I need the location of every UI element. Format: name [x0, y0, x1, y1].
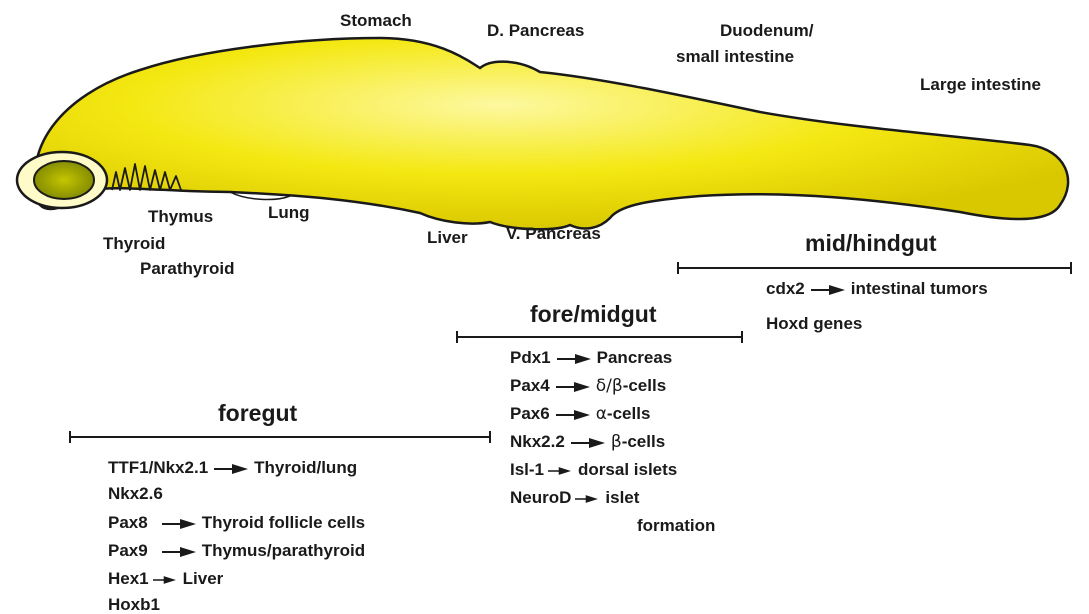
arrow-icon — [153, 575, 179, 585]
label-thymus: Thymus — [148, 208, 213, 225]
gene-row: formation — [637, 517, 715, 534]
arrow-icon — [162, 519, 196, 529]
gene-row: Pdx1 Pancreas — [510, 349, 672, 366]
cell-symbol: β — [611, 432, 622, 452]
gene-target: formation — [637, 516, 715, 535]
gene-row: Hoxd genes — [766, 315, 862, 332]
gene-target: Thyroid follicle cells — [202, 513, 365, 532]
arrow-icon — [556, 410, 590, 420]
arrow-icon — [557, 354, 591, 364]
region-title-midgut: fore/midgut — [530, 303, 657, 326]
gene-name: Nkx2.2 — [510, 432, 565, 451]
gene-target: intestinal tumors — [851, 279, 988, 298]
gene-target: islet — [605, 488, 639, 507]
arrow-icon — [548, 466, 574, 476]
gut-tube — [35, 38, 1068, 229]
gene-row: Isl-1 dorsal islets — [510, 461, 677, 478]
arrow-icon — [575, 494, 601, 504]
hindgut-bar — [678, 262, 1071, 274]
gene-row: NeuroD islet — [510, 489, 639, 506]
gene-row: Pax8 Thyroid follicle cells — [108, 514, 365, 531]
region-title-foregut: foregut — [218, 402, 297, 425]
arrow-icon — [162, 547, 196, 557]
gene-name: Pax9 — [108, 541, 148, 560]
gene-target: -cells — [622, 432, 665, 451]
gene-target: -cells — [607, 404, 650, 423]
arrow-icon — [214, 464, 248, 474]
gene-target: Pancreas — [597, 348, 673, 367]
gene-name: cdx2 — [766, 279, 805, 298]
gene-name: TTF1/Nkx2.1 — [108, 458, 208, 477]
gene-name: NeuroD — [510, 488, 571, 507]
gene-target: dorsal islets — [578, 460, 677, 479]
gene-name: Pax4 — [510, 376, 550, 395]
gene-row: cdx2 intestinal tumors — [766, 280, 988, 297]
gene-name: Pax8 — [108, 513, 148, 532]
gene-row: Hex1 Liver — [108, 570, 223, 587]
gene-name: Pdx1 — [510, 348, 551, 367]
gene-row: Nkx2.6 — [108, 485, 163, 502]
label-v-pancreas: V. Pancreas — [506, 225, 601, 242]
label-stomach: Stomach — [340, 12, 412, 29]
label-duodenum-1: Duodenum/ — [720, 22, 814, 39]
gut-lumen — [34, 161, 94, 199]
gene-row: Pax4 δ/β-cells — [510, 377, 666, 395]
gene-name: Nkx2.6 — [108, 484, 163, 503]
label-large-intestine: Large intestine — [920, 76, 1041, 93]
foregut-bar — [70, 431, 490, 443]
arrow-icon — [811, 285, 845, 295]
gene-name: Pax6 — [510, 404, 550, 423]
gene-name: Isl-1 — [510, 460, 544, 479]
gene-name: Hoxb1 — [108, 595, 160, 614]
cell-symbol: δ/β — [596, 376, 623, 396]
midgut-bar — [457, 331, 742, 343]
arrow-icon — [571, 438, 605, 448]
label-lung: Lung — [268, 204, 310, 221]
gene-target: -cells — [623, 376, 666, 395]
gene-name: Hoxd genes — [766, 314, 862, 333]
label-parathyroid: Parathyroid — [140, 260, 234, 277]
gene-row: Pax6 α-cells — [510, 405, 650, 423]
gene-row: TTF1/Nkx2.1 Thyroid/lung — [108, 459, 357, 476]
gene-row: Pax9 Thymus/parathyroid — [108, 542, 365, 559]
gene-target: Liver — [183, 569, 224, 588]
label-d-pancreas: D. Pancreas — [487, 22, 584, 39]
gene-row: Hoxb1 — [108, 596, 160, 613]
label-liver: Liver — [427, 229, 468, 246]
arrow-icon — [556, 382, 590, 392]
gene-row: Nkx2.2 β-cells — [510, 433, 665, 451]
gene-target: Thyroid/lung — [254, 458, 357, 477]
label-duodenum-2: small intestine — [676, 48, 794, 65]
gene-target: Thymus/parathyroid — [202, 541, 365, 560]
cell-symbol: α — [596, 404, 607, 424]
gene-name: Hex1 — [108, 569, 149, 588]
label-thyroid: Thyroid — [103, 235, 165, 252]
region-title-hindgut: mid/hindgut — [805, 232, 937, 255]
